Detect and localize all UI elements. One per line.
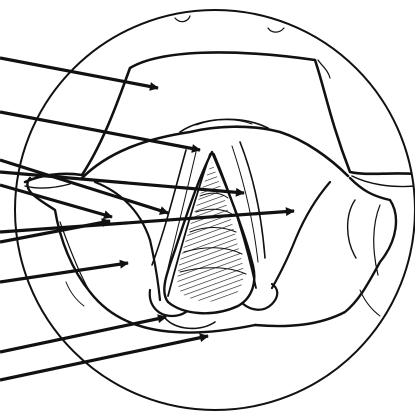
diagram-figure — [0, 0, 415, 414]
larynx-illustration — [0, 0, 415, 414]
